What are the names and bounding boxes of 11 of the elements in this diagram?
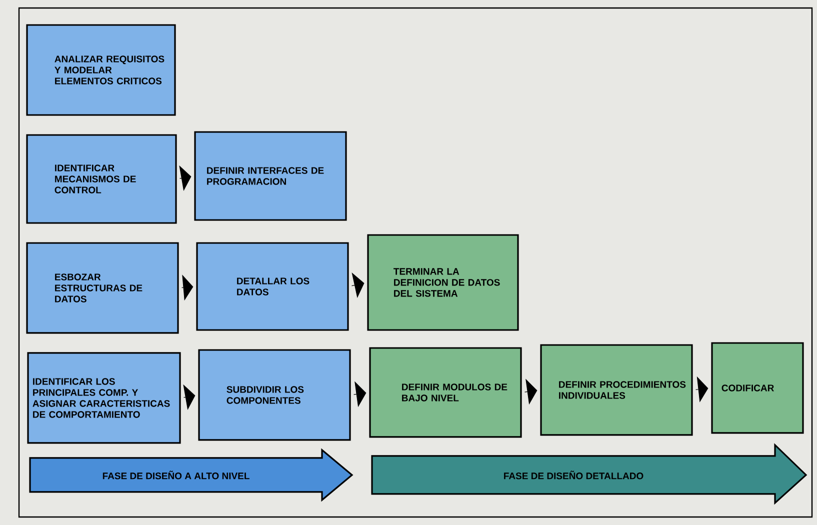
step-box: DEFINIR MODULOS DE BAJO NIVEL (369, 347, 522, 438)
step-box: ANALIZAR REQUISITOS Y MODELAR ELEMENTOS CRITICOS (26, 24, 176, 116)
step-box: TERMINAR LA DEFINICION DE DATOS DEL SISTEMA (367, 234, 519, 331)
step-box: IDENTIFICAR LOS PRINCIPALES COMP. Y ASIGNAR CARACTERISTICAS DE COMPORTAMIENTO (27, 352, 181, 444)
step-box: DEFINIR PROCEDIMIENTOS INDIVIDUALES (540, 344, 693, 436)
step-box: IDENTIFICAR MECANISMOS DE CONTROL (26, 134, 177, 224)
step-box: DETALLAR LOS DATOS (196, 242, 349, 331)
step-box: DEFINIR INTERFACES DE PROGRAMACION (194, 131, 347, 221)
step-box: ESBOZAR ESTRUCTURAS DE DATOS (26, 242, 179, 334)
step-box: SUBDIVIDIR LOS COMPONENTES (198, 349, 351, 441)
step-box: CODIFICAR (711, 342, 804, 434)
